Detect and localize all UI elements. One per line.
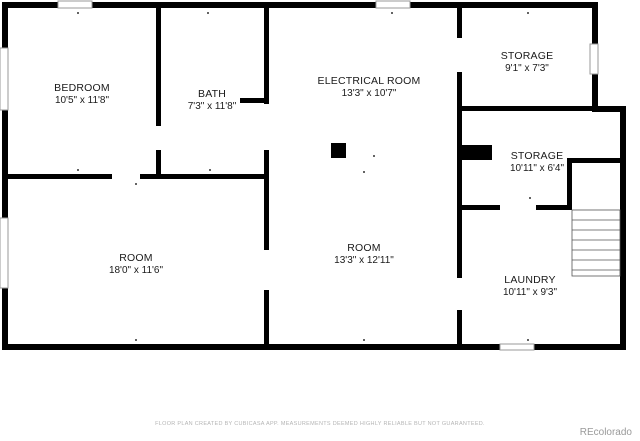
stairs xyxy=(571,209,621,277)
windows xyxy=(0,0,599,351)
room-left-dims: 18'0" x 11'6" xyxy=(109,265,164,276)
markers xyxy=(77,12,531,341)
disclaimer-text: FLOOR PLAN CREATED BY CUBICASA APP. MEAS… xyxy=(155,421,485,427)
interior-walls xyxy=(2,2,623,346)
room-center-dims: 13'3" x 12'11" xyxy=(334,255,394,266)
storage-2-dims: 10'11" x 6'4" xyxy=(510,163,565,174)
room-left-name: ROOM xyxy=(119,252,152,264)
bedroom-name: BEDROOM xyxy=(54,82,110,94)
storage-2-name: STORAGE xyxy=(511,150,564,162)
bedroom-dims: 10'5" x 11'8" xyxy=(55,95,110,106)
laundry-dims: 10'11" x 9'3" xyxy=(503,287,558,298)
electrical-room-dims: 13'3" x 10'7" xyxy=(342,88,397,99)
bath-dims: 7'3" x 11'8" xyxy=(188,101,237,112)
storage-1-dims: 9'1" x 7'3" xyxy=(505,63,549,74)
storage-1-name: STORAGE xyxy=(501,50,554,62)
bath-name: BATH xyxy=(198,88,226,100)
laundry-name: LAUNDRY xyxy=(504,274,555,286)
electrical-room-name: ELECTRICAL ROOM xyxy=(318,75,421,87)
room-center-name: ROOM xyxy=(347,242,380,254)
brand-watermark: REcolorado xyxy=(579,427,632,438)
